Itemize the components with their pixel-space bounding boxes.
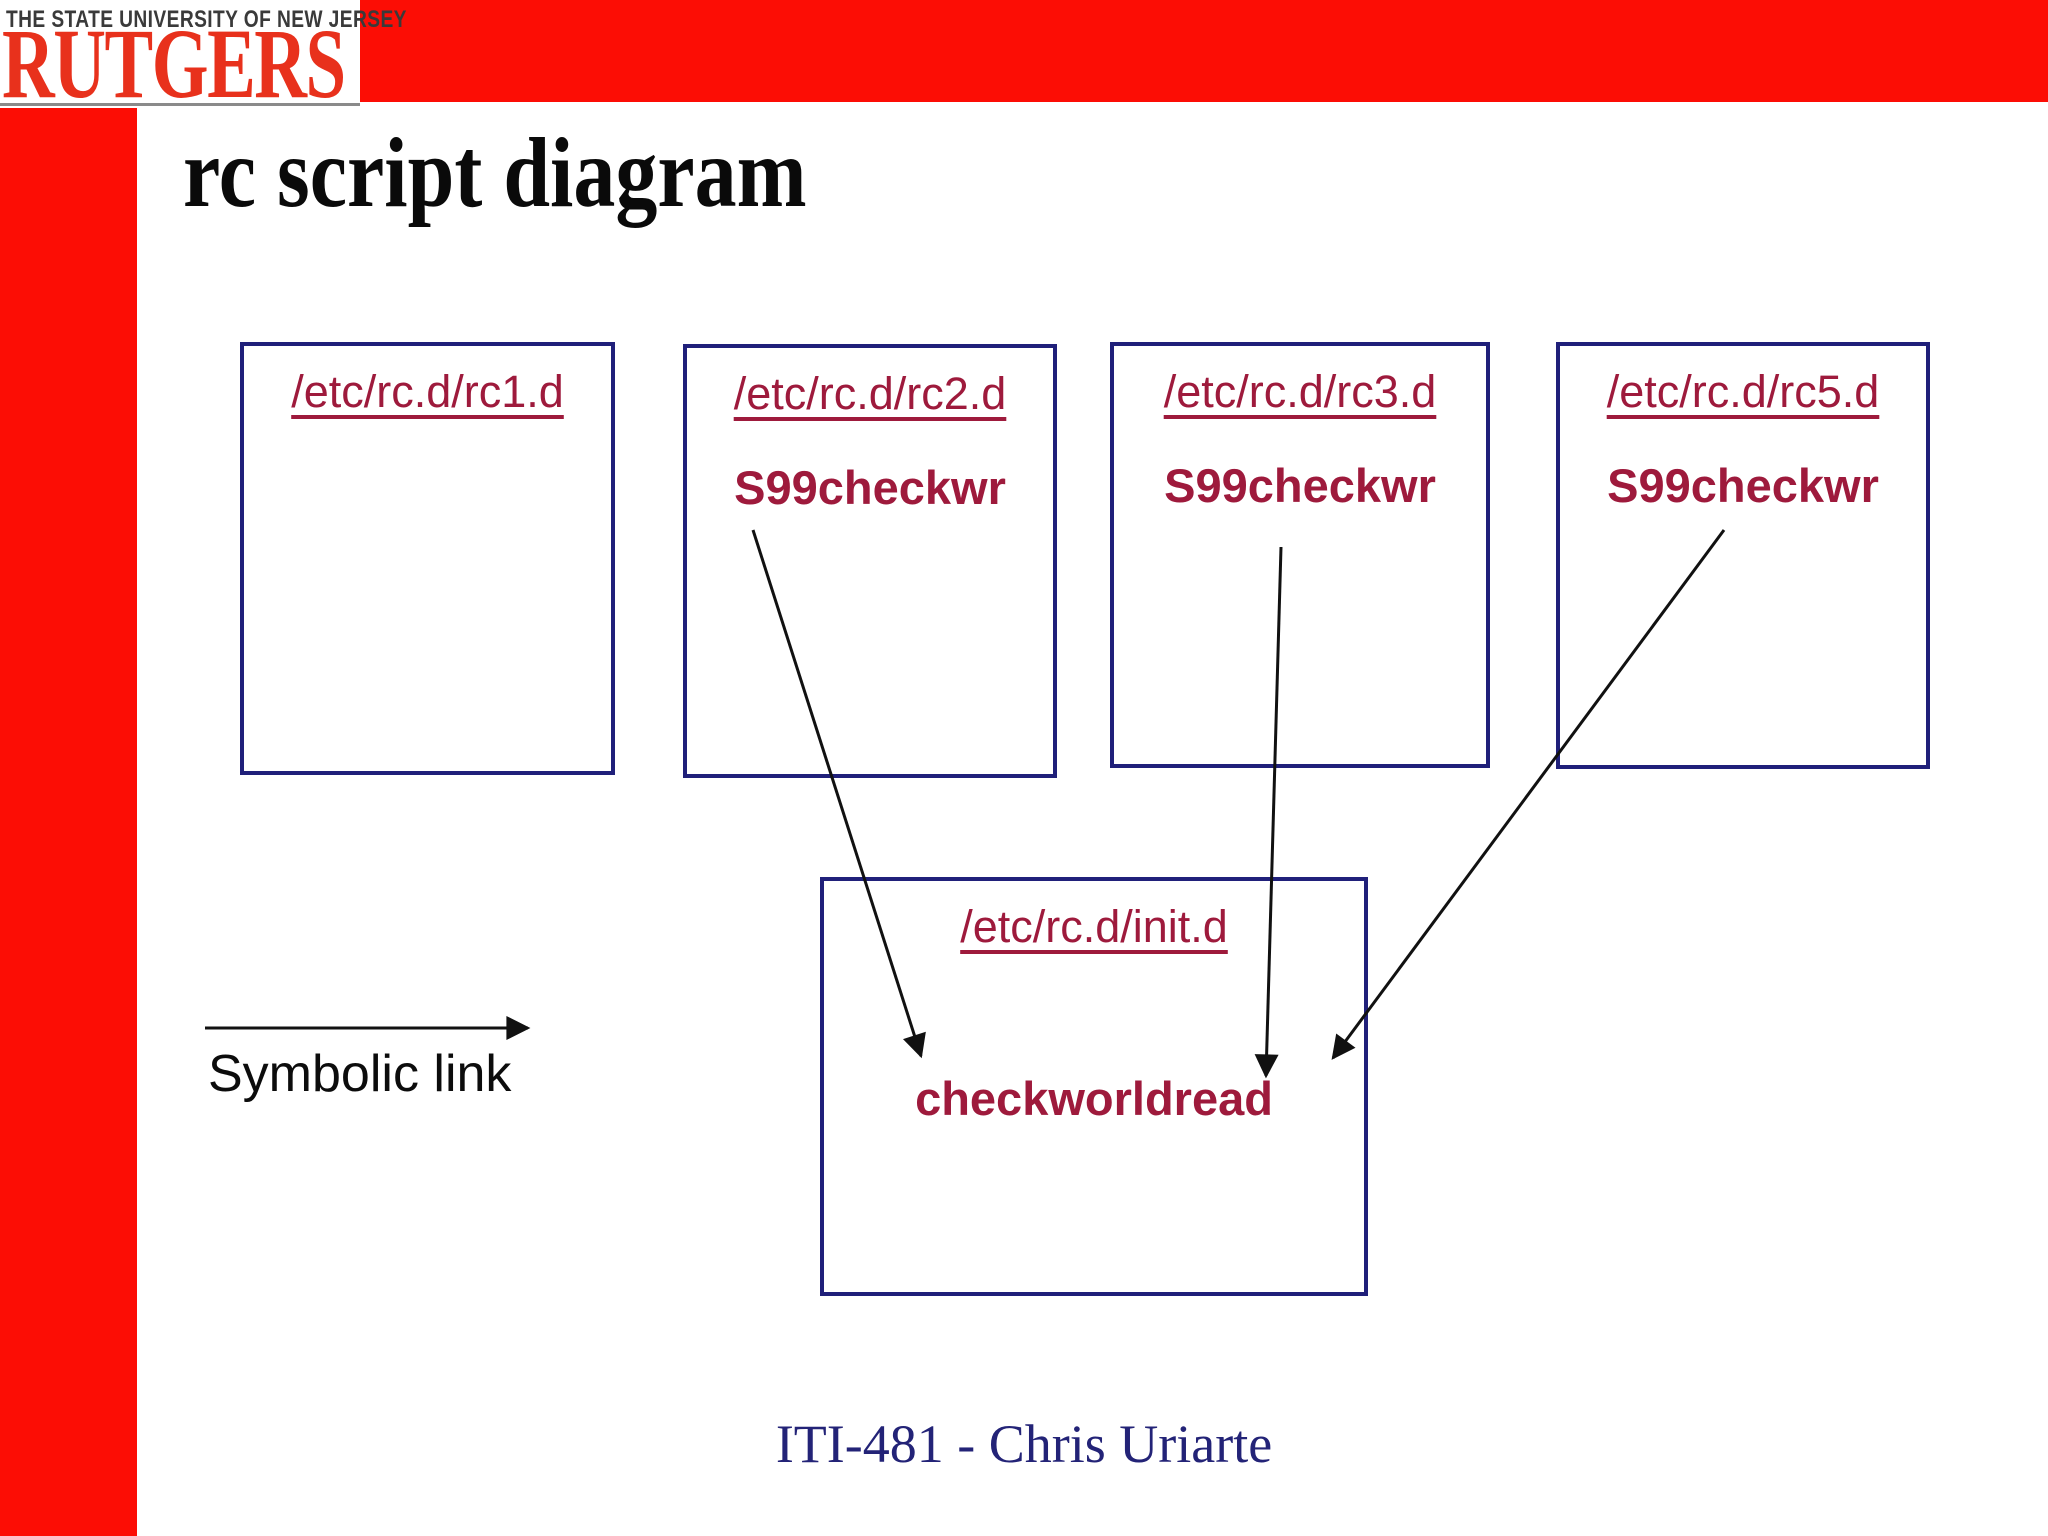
rutgers-logo: THE STATE UNIVERSITY OF NEW JERSEY RUTGE…: [0, 0, 406, 114]
box-rc5d: /etc/rc.d/rc5.d S99checkwr: [1556, 342, 1930, 769]
box-header: /etc/rc.d/rc1.d: [291, 366, 564, 417]
logo-tagline: THE STATE UNIVERSITY OF NEW JERSEY: [6, 6, 407, 33]
page-title: rc script diagram: [183, 117, 807, 228]
box-entry: checkworldread: [915, 1072, 1273, 1125]
box-entry: S99checkwr: [1164, 459, 1436, 512]
box-rc2d: /etc/rc.d/rc2.d S99checkwr: [683, 344, 1057, 778]
legend-label: Symbolic link: [208, 1045, 512, 1103]
box-rc3d: /etc/rc.d/rc3.d S99checkwr: [1110, 342, 1490, 768]
box-header: /etc/rc.d/rc3.d: [1163, 366, 1437, 417]
box-initd: /etc/rc.d/init.d checkworldread: [820, 877, 1368, 1296]
box-rc1d: /etc/rc.d/rc1.d: [240, 342, 615, 775]
box-header: /etc/rc.d/rc5.d: [1606, 366, 1880, 417]
box-entry: S99checkwr: [734, 461, 1006, 514]
box-entry: S99checkwr: [1607, 459, 1879, 512]
left-red-bar: [0, 108, 137, 1536]
logo-wordmark: RUTGERS: [2, 8, 346, 119]
box-header: /etc/rc.d/init.d: [960, 901, 1228, 952]
box-header: /etc/rc.d/rc2.d: [733, 368, 1007, 419]
footer-credit: ITI-481 - Chris Uriarte: [775, 1414, 1273, 1474]
top-red-bar: [358, 0, 2048, 102]
